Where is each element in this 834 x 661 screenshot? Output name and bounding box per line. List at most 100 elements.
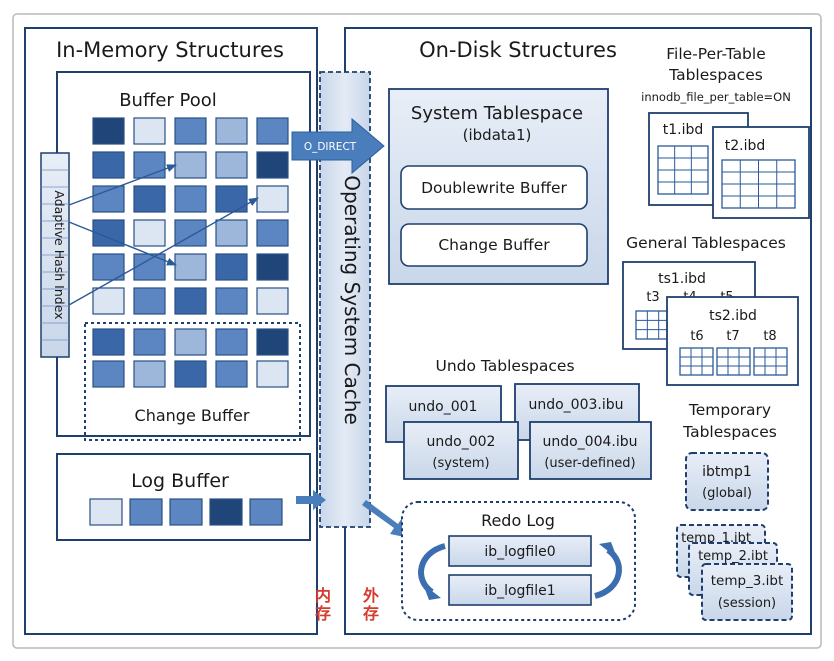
buffer-pool-page (174, 117, 207, 145)
change-buffer-memory-label: Change Buffer (135, 406, 250, 425)
buffer-pool-pages (92, 117, 289, 315)
ibtmp1-sublabel: (global) (702, 486, 752, 501)
temp-3-sublabel: (session) (718, 596, 776, 611)
change-buffer-page (256, 360, 289, 388)
general-tablespaces-title: General Tablespaces (626, 234, 786, 252)
in-memory-section: In-Memory Structures Buffer Pool Change … (24, 27, 318, 635)
table-grid-outline (753, 347, 788, 376)
change-buffer-page (174, 328, 207, 356)
buffer-pool-page (174, 151, 207, 179)
log-buffer-page (249, 498, 283, 526)
log-buffer-flush-arrow (296, 490, 326, 510)
t7-label: t7 (726, 329, 739, 344)
undo-003-label: undo_003.ibu (528, 397, 623, 413)
system-tablespace-title: System Tablespace (411, 103, 583, 124)
change-buffer-page (133, 360, 166, 388)
ib-logfile0-label: ib_logfile0 (484, 544, 555, 560)
undo-004-box (529, 421, 652, 480)
log-buffer-pages (89, 498, 283, 526)
undo-002-box (403, 421, 519, 480)
undo-001-label: undo_001 (409, 399, 478, 415)
os-cache-to-redo-arrow (362, 500, 410, 538)
redo-cycle-left-arrowhead (423, 584, 441, 600)
undo-002-sublabel: (system) (432, 456, 489, 471)
doublewrite-buffer-box (400, 165, 588, 210)
t1-table-grid (657, 145, 709, 195)
system-tablespace-file: (ibdata1) (463, 126, 532, 144)
temp-3-box (701, 563, 793, 621)
ts2-table-grids (679, 347, 788, 376)
log-buffer-page (169, 498, 203, 526)
ts1-ibd-label: ts1.ibd (658, 271, 706, 287)
t3-label: t3 (646, 290, 659, 305)
buffer-pool-page (92, 287, 125, 315)
log-buffer-frame (56, 453, 311, 541)
buffer-pool-page (174, 287, 207, 315)
buffer-pool-page (215, 287, 248, 315)
buffer-pool-page (215, 117, 248, 145)
temporary-title-line1: Temporary (688, 401, 771, 419)
operating-system-cache-label: Operating System Cache (340, 175, 364, 424)
disk-annotation-char-1: 外 (362, 586, 379, 605)
buffer-pool-page (133, 185, 166, 213)
buffer-pool-page (256, 117, 289, 145)
t8-label: t8 (763, 329, 776, 344)
system-tablespace: System Tablespace (ibdata1) Doublewrite … (388, 88, 609, 285)
buffer-pool-page (92, 253, 125, 281)
doublewrite-buffer-label: Doublewrite Buffer (421, 179, 567, 197)
in-memory-title: In-Memory Structures (56, 38, 284, 62)
on-disk-title: On-Disk Structures (419, 38, 617, 62)
buffer-pool-page (133, 151, 166, 179)
ib-logfile1-label: ib_logfile1 (484, 583, 555, 599)
buffer-pool-page (256, 219, 289, 247)
hash-pointer-arrow (68, 164, 177, 206)
buffer-pool-title: Buffer Pool (119, 90, 217, 111)
hash-pointer-arrows (68, 164, 259, 306)
buffer-pool-page (215, 219, 248, 247)
ib-logfile0-box (448, 535, 592, 567)
buffer-pool-page (133, 287, 166, 315)
buffer-pool-page (215, 253, 248, 281)
ibtmp1-label: ibtmp1 (702, 464, 752, 480)
buffer-pool-page (174, 185, 207, 213)
ibtmp1-box (685, 452, 769, 511)
temp-2-label: temp_2.ibt (698, 549, 768, 564)
temporary-title-line2: Tablespaces (682, 423, 777, 441)
buffer-pool-page (256, 287, 289, 315)
buffer-pool-page (256, 185, 289, 213)
undo-002-label: undo_002 (427, 434, 496, 450)
hash-pointer-arrow (68, 197, 259, 306)
buffer-pool-page (133, 219, 166, 247)
buffer-pool-page (133, 253, 166, 281)
memory-annotation-char-1: 内 (315, 586, 331, 605)
hash-pointer-arrow (68, 221, 177, 266)
change-buffer-page (174, 360, 207, 388)
undo-tablespaces: Undo Tablespaces undo_001 undo_003.ibu u… (385, 357, 652, 480)
system-change-buffer-box (400, 223, 588, 267)
t6-label: t6 (690, 329, 703, 344)
undo-004-label: undo_004.ibu (542, 434, 637, 450)
memory-annotation-char-2: 存 (315, 604, 331, 623)
change-buffer-pages (92, 328, 289, 388)
adaptive-hash-index-slots (41, 169, 69, 341)
table-grid-outline (679, 347, 714, 376)
redo-cycle-right-arrowhead (599, 542, 617, 558)
buffer-pool-page (256, 253, 289, 281)
undo-004-sublabel: (user-defined) (544, 456, 635, 471)
redo-log: Redo Log ib_logfile0 ib_logfile1 (401, 501, 636, 621)
adaptive-hash-index-label: Adaptive Hash Index (52, 190, 67, 319)
change-buffer-page (92, 328, 125, 356)
buffer-pool-page (92, 117, 125, 145)
general-tablespaces: General Tablespaces ts1.ibd t3 t4 t5 ts2… (622, 234, 799, 386)
ib-logfile1-box (448, 574, 592, 606)
table-grid-outline (716, 347, 751, 376)
log-buffer-page (89, 498, 123, 526)
file-per-table-title-line2: Tablespaces (668, 66, 763, 84)
ts2-ibd-label: ts2.ibd (709, 308, 757, 324)
file-per-table-title-line1: File-Per-Table (666, 45, 766, 63)
change-buffer-page (215, 360, 248, 388)
buffer-pool-page (133, 117, 166, 145)
table-grid-outline (635, 310, 671, 340)
t2-ibd-label: t2.ibd (725, 138, 766, 154)
